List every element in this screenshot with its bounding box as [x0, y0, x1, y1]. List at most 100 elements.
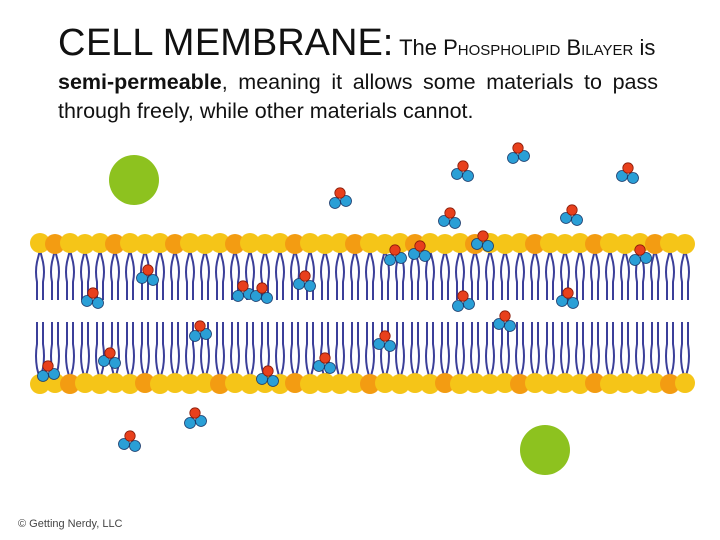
red-atom — [622, 162, 634, 174]
lipid-tail — [440, 249, 446, 300]
red-atom — [142, 264, 154, 276]
phosphate-head — [555, 373, 575, 393]
phosphate-head — [45, 234, 65, 254]
lipid-tail — [489, 322, 495, 381]
lipid-tail — [470, 322, 476, 381]
phosphate-head — [255, 234, 275, 254]
lipid-tail — [575, 249, 581, 300]
red-atom — [512, 142, 524, 154]
lipid-tail — [680, 249, 686, 300]
red-atom — [299, 270, 311, 282]
lipid-tail — [680, 322, 686, 381]
small-molecule — [560, 204, 583, 226]
lipid-tail — [684, 322, 690, 381]
red-atom — [42, 360, 54, 372]
lower-tail-layer — [35, 322, 690, 381]
red-atom — [634, 244, 646, 256]
lipid-tail — [354, 249, 360, 300]
upper-tail-layer — [35, 249, 690, 300]
lipid-tail — [215, 249, 221, 300]
lipid-tail — [624, 249, 630, 300]
title-c: C — [58, 22, 86, 64]
title-the: The — [393, 35, 444, 60]
lipid-tail — [204, 322, 210, 381]
lipid-tail — [350, 249, 356, 300]
red-atom — [444, 207, 456, 219]
lipid-tail — [515, 249, 521, 300]
lipid-tail — [219, 322, 225, 381]
lipid-tail — [69, 322, 75, 381]
lipid-tail — [665, 249, 671, 300]
lipid-tail — [309, 249, 315, 300]
lipid-tail — [170, 322, 176, 381]
phosphate-head — [660, 374, 680, 394]
blue-atom — [571, 214, 583, 226]
small-molecule — [189, 320, 212, 342]
lipid-tail — [665, 322, 671, 381]
lipid-tail — [470, 249, 476, 300]
phosphate-head — [90, 233, 110, 253]
phosphate-head — [75, 234, 95, 254]
phosphate-head — [450, 233, 470, 253]
red-atom — [566, 204, 578, 216]
upper-head-layer — [30, 233, 695, 254]
lipid-tail — [39, 249, 45, 300]
phosphate-head — [510, 374, 530, 394]
lipid-tail — [350, 322, 356, 381]
blue-atom — [507, 152, 519, 164]
lipid-tail — [80, 249, 86, 300]
lipid-tail — [485, 249, 491, 300]
lipid-tail — [560, 322, 566, 381]
lipid-tail — [204, 249, 210, 300]
title-is: is — [633, 35, 656, 60]
red-atom — [104, 347, 116, 359]
lipid-tail — [444, 322, 450, 381]
lipid-tail — [245, 322, 251, 381]
lipid-tail — [69, 249, 75, 300]
phosphate-head — [585, 373, 605, 393]
phosphate-head — [180, 374, 200, 394]
phosphate-head — [225, 373, 245, 393]
red-atom — [389, 244, 401, 256]
lipid-tail — [189, 322, 195, 381]
blue-atom — [462, 170, 474, 182]
phosphate-head — [150, 374, 170, 394]
lipid-tail — [654, 322, 660, 381]
description-text: semi-permeable, meaning it allows some m… — [58, 68, 658, 126]
phosphate-head — [615, 373, 635, 393]
lipid-tail — [515, 322, 521, 381]
lipid-tail — [504, 322, 510, 381]
phosphate-head — [210, 374, 230, 394]
lipid-tail — [605, 322, 611, 381]
lipid-tail — [275, 322, 281, 381]
blue-atom — [329, 197, 341, 209]
phosphate-head — [270, 233, 290, 253]
lipid-tail — [669, 249, 675, 300]
lipid-tail — [590, 249, 596, 300]
lipid-tail — [249, 249, 255, 300]
phosphate-head — [240, 233, 260, 253]
lipid-tail — [125, 322, 131, 381]
blue-atom — [109, 357, 121, 369]
lipid-tail — [189, 249, 195, 300]
red-atom — [256, 282, 268, 294]
lipid-tail — [185, 322, 191, 381]
lipid-tail — [200, 322, 206, 381]
lipid-tail — [620, 322, 626, 381]
red-atom — [124, 430, 136, 442]
page-title: CELL MEMBRANE: The Phospholipid Bilayer … — [58, 22, 655, 65]
phosphate-head — [645, 234, 665, 254]
large-particles — [109, 155, 570, 475]
lipid-tail — [365, 322, 371, 381]
red-atom — [457, 160, 469, 172]
phosphate-head — [450, 374, 470, 394]
lipid-tail — [635, 322, 641, 381]
lipid-tail — [429, 249, 435, 300]
phosphate-head — [60, 233, 80, 253]
small-molecule — [313, 352, 336, 374]
small-molecules — [37, 142, 652, 452]
small-molecule — [250, 282, 273, 304]
lipid-tail — [545, 249, 551, 300]
phosphate-head — [225, 234, 245, 254]
